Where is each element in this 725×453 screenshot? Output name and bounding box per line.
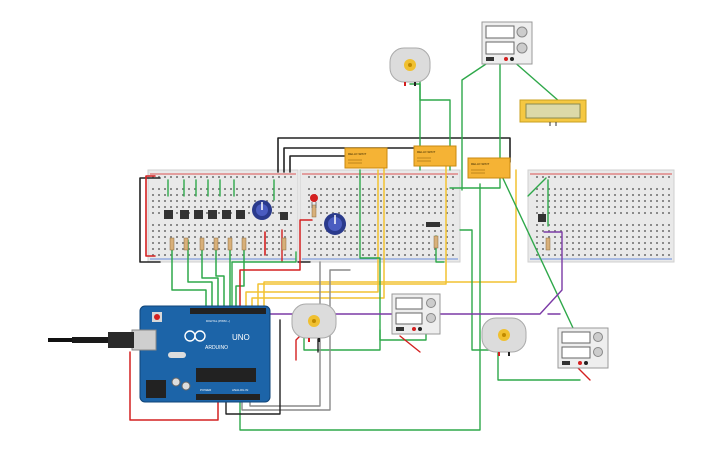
transistor[interactable]: [426, 222, 440, 227]
led-red[interactable]: [310, 194, 318, 208]
breadboard-middle[interactable]: [299, 169, 461, 263]
relay-2[interactable]: RELAY-SPDT: [413, 145, 457, 167]
breadboard-right[interactable]: [527, 169, 675, 263]
usb-cable[interactable]: [48, 332, 134, 348]
relay-1-label: RELAY-SPDT: [348, 152, 367, 156]
dc-motor-right[interactable]: [481, 317, 527, 356]
pushbutton-icon[interactable]: [236, 210, 245, 219]
pushbutton-icon[interactable]: [222, 210, 231, 219]
breadboard-left[interactable]: [147, 169, 299, 263]
lcd-display[interactable]: [519, 99, 587, 126]
dc-motor-top[interactable]: [389, 47, 431, 86]
arduino-brand: ARDUINO: [205, 345, 228, 351]
pushbutton-icon[interactable]: [164, 210, 173, 219]
potentiometer-middle[interactable]: [324, 213, 346, 235]
arduino-uno[interactable]: ARDUINO UNO DIGITAL (PWM ~) POWER ANALOG…: [131, 305, 271, 403]
power-supply-middle[interactable]: [391, 293, 441, 335]
arduino-power-label: POWER: [200, 388, 212, 392]
arduino-model: UNO: [232, 333, 250, 342]
usb-plug-icon[interactable]: [108, 332, 134, 348]
arduino-digital-label: DIGITAL (PWM ~): [206, 319, 230, 323]
dc-motor-middle[interactable]: [291, 303, 337, 342]
pushbutton-icon[interactable]: [194, 210, 203, 219]
relay-3-label: RELAY-SPDT: [471, 162, 490, 166]
arduino-analog-label: ANALOG IN: [232, 388, 248, 392]
potentiometer-left[interactable]: [252, 200, 272, 220]
pushbutton-right[interactable]: [538, 214, 546, 222]
pushbutton-row[interactable]: [164, 210, 288, 220]
relay-1[interactable]: RELAY-SPDT: [344, 147, 388, 169]
led-icon[interactable]: [310, 194, 318, 202]
power-supply-right[interactable]: [557, 327, 609, 369]
power-supply-top[interactable]: [481, 21, 533, 65]
relay-3[interactable]: RELAY-SPDT: [467, 157, 511, 179]
relay-2-label: RELAY-SPDT: [417, 150, 436, 154]
pushbutton-icon[interactable]: [180, 210, 189, 219]
pushbutton-icon[interactable]: [208, 210, 217, 219]
pushbutton-icon[interactable]: [280, 212, 288, 220]
pushbutton-icon[interactable]: [538, 214, 546, 222]
resistor-row: [169, 204, 551, 251]
